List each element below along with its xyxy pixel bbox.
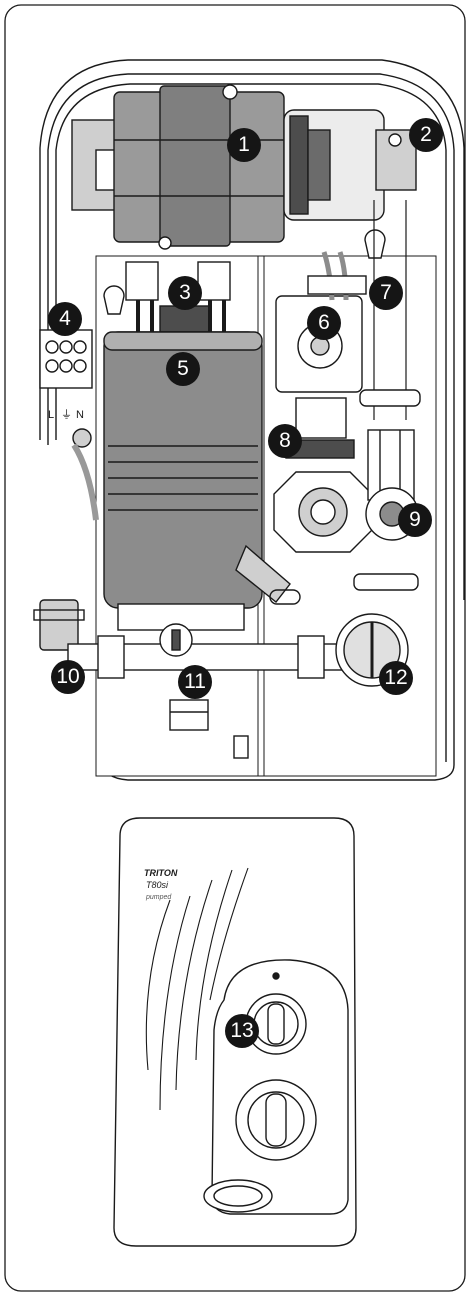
water-inlet [39, 599, 79, 651]
callout-11: 11 [178, 665, 212, 699]
terminal-label-earth: ⏚ [61, 408, 72, 421]
callout-8: 8 [268, 424, 302, 458]
callout-3: 3 [168, 276, 202, 310]
callout-12: 12 [379, 661, 413, 695]
callout-10: 10 [51, 660, 85, 694]
callout-7: 7 [369, 276, 403, 310]
indicator-lens [203, 1179, 273, 1213]
callout-9: 9 [398, 503, 432, 537]
thermal-cutout [367, 429, 415, 501]
model-label: T80si [146, 880, 169, 890]
brand-label: TRITON [144, 868, 178, 878]
backplate-inner [55, 83, 447, 762]
callout-2: 2 [409, 118, 443, 152]
callout-6: 6 [307, 306, 341, 340]
callout-1: 1 [227, 128, 261, 162]
terminal-label-l: L [48, 409, 54, 421]
internal-view [33, 59, 465, 781]
callout-5: 5 [166, 352, 200, 386]
callout-13: 13 [225, 1014, 259, 1048]
control-panel [211, 959, 349, 1215]
temperature-knob-outer [235, 1079, 317, 1161]
cover-rim [39, 59, 465, 600]
outlet-nozzle [169, 699, 209, 731]
terminal-block [39, 329, 93, 389]
callout-4: 4 [48, 302, 82, 336]
outer-border [4, 4, 466, 1292]
terminal-label-n: N [76, 409, 84, 421]
subtitle-label: pumped [145, 894, 172, 901]
